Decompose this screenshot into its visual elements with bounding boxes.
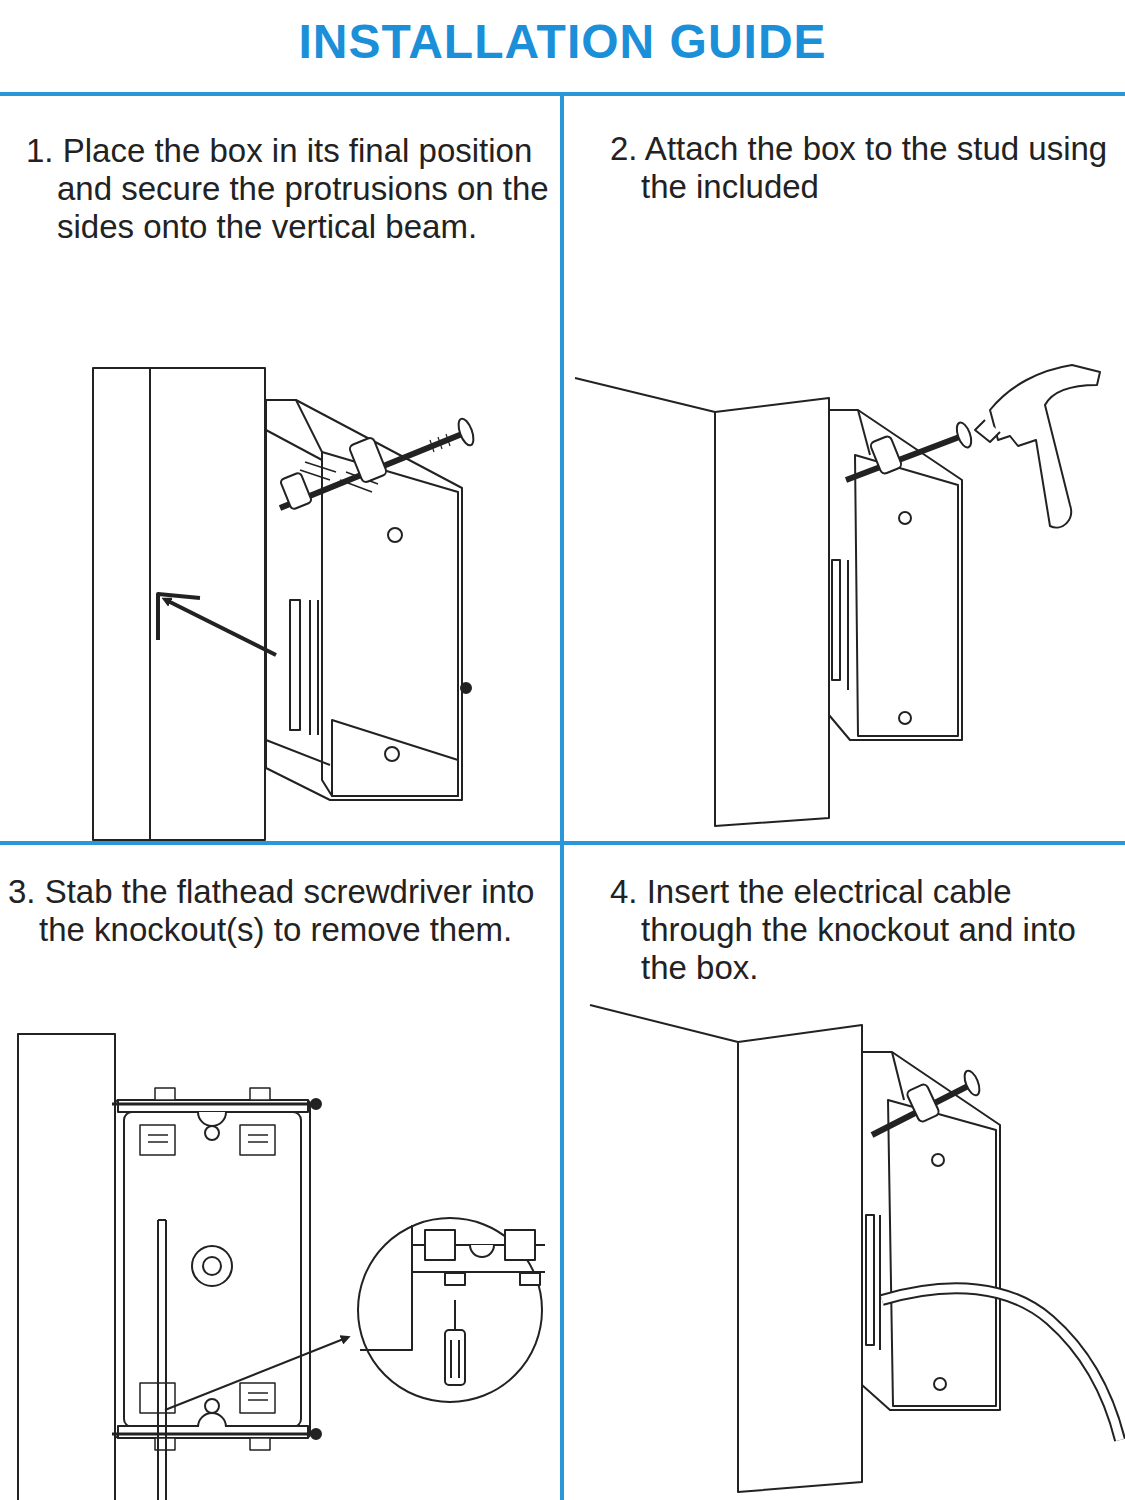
step-text: 4. Insert the electrical cable through t… — [610, 873, 1110, 987]
step-panel: 2. Attach the box to the stud using the … — [610, 130, 1110, 206]
step-panel: 1. Place the box in its final position a… — [26, 132, 554, 246]
step-panel: 4. Insert the electrical cable through t… — [610, 873, 1110, 987]
step4-illustration — [590, 1005, 1120, 1492]
step1-illustration — [93, 368, 476, 840]
step-text: 1. Place the box in its final position a… — [26, 132, 554, 246]
step3-illustration — [18, 1034, 545, 1500]
step2-illustration — [575, 365, 1100, 826]
step-text: 2. Attach the box to the stud using the … — [610, 130, 1110, 206]
step-text: 3. Stab the flathead screwdriver into th… — [8, 873, 556, 949]
guide-title: INSTALLATION GUIDE — [0, 12, 1125, 72]
panel-grid — [0, 94, 1125, 1500]
step-panel: 3. Stab the flathead screwdriver into th… — [8, 873, 556, 949]
